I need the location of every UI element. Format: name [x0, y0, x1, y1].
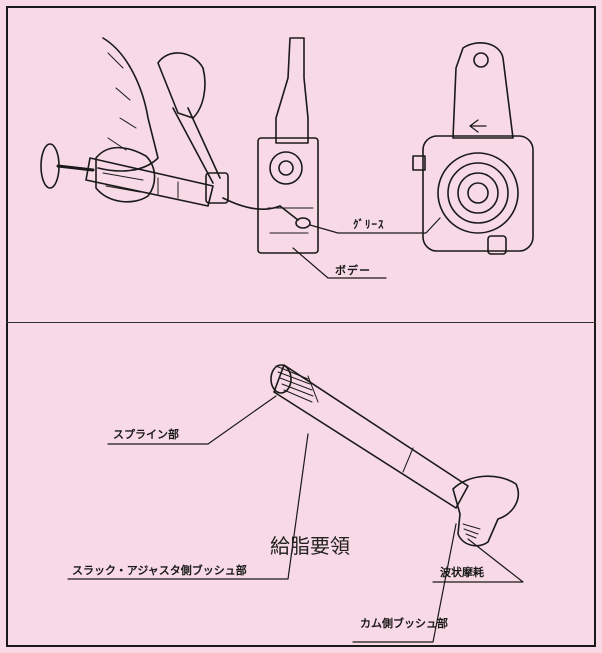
top-panel-greasing: ｸﾞﾘｰｽ ボデー [8, 8, 594, 321]
gun-plunger-knob [40, 143, 60, 189]
body-leader-line [292, 247, 387, 279]
gun-lever [172, 107, 221, 184]
slack-bushing-leader-line [67, 433, 309, 580]
greasing-illustration [40, 37, 534, 279]
camshaft-illustration [67, 364, 524, 643]
adjuster-arm-front [452, 42, 514, 139]
hand-glove [95, 146, 156, 203]
adjuster-arm-side [275, 37, 309, 144]
arm-sleeve [97, 37, 159, 172]
wavy-wear-leader-line [432, 538, 524, 583]
upper-hand [157, 52, 206, 119]
grease-leader-line [309, 217, 441, 234]
bottom-panel-camshaft: スプライン部 スラック・アジャスタ側ブッシュ部 波状摩耗 カム側ブッシュ部 [8, 324, 594, 645]
label-body: ボデー [335, 264, 371, 277]
camshaft-body [273, 364, 469, 509]
adjuster-body-side [257, 137, 319, 254]
worm-wheel-outer [437, 152, 519, 234]
adjuster-body-front [422, 135, 534, 252]
cam-bushing-leader-line [352, 523, 457, 643]
cam-head [452, 475, 520, 547]
grease-nipple [295, 217, 311, 229]
label-slack-bushing: スラック・アジャスタ側ブッシュ部 [72, 564, 247, 577]
label-spline: スプライン部 [113, 428, 179, 441]
figure-frame [6, 6, 596, 647]
figure-caption: 給脂要領 [270, 534, 350, 558]
spline-leader-line [107, 395, 277, 445]
grease-gun-barrel [85, 157, 214, 207]
grease-hose [222, 197, 281, 210]
label-wavy-wear: 波状摩耗 [440, 566, 484, 579]
spline-end [270, 364, 292, 394]
label-cam-bushing: カム側ブッシュ部 [360, 617, 448, 630]
label-grease: ｸﾞﾘｰｽ [353, 218, 385, 231]
panel-divider [6, 322, 596, 323]
